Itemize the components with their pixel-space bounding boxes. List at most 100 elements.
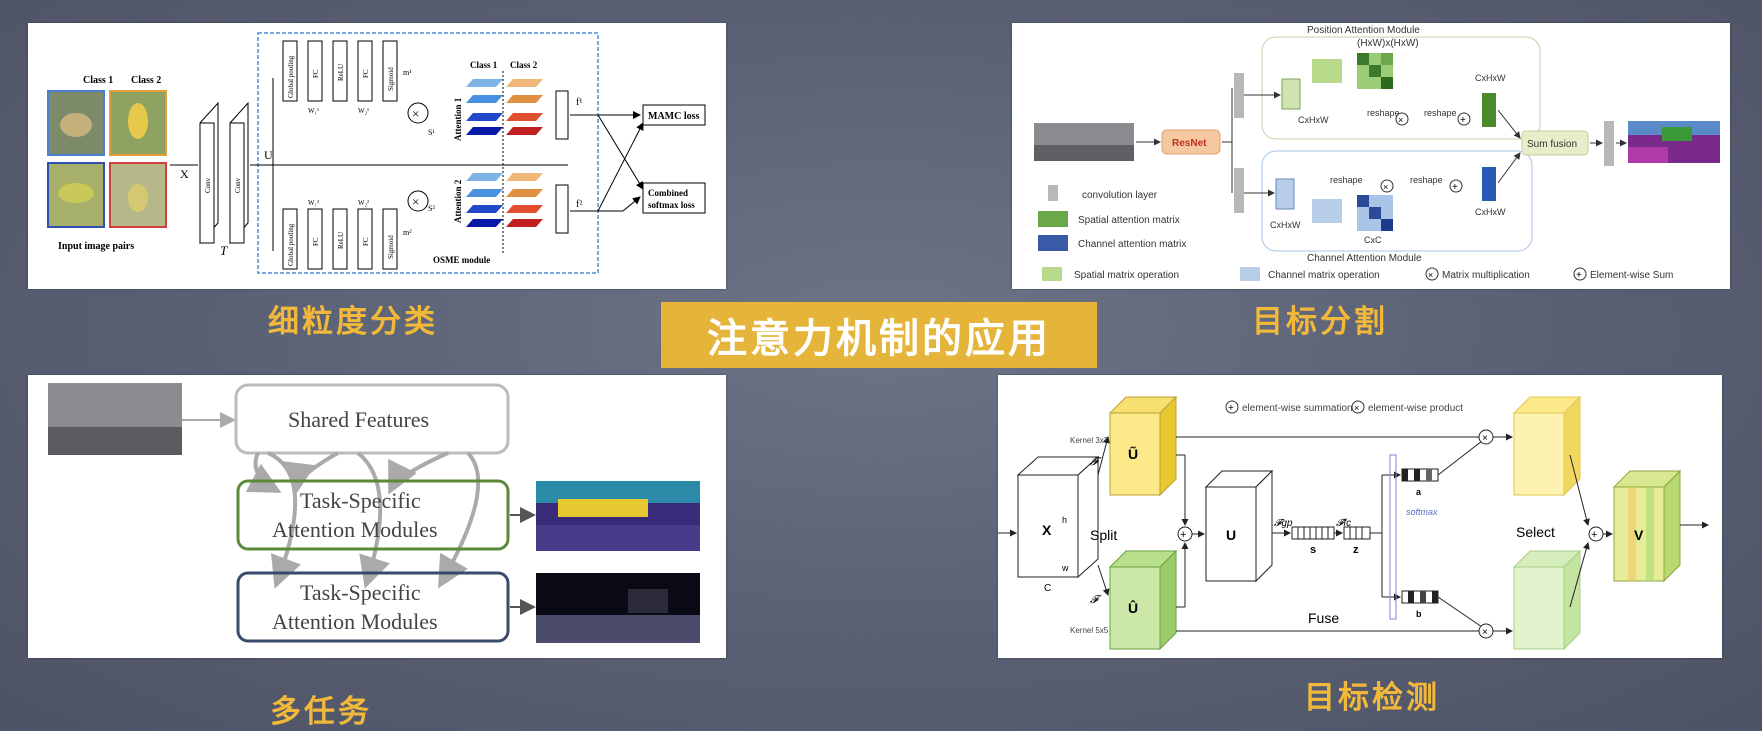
- svg-text:Attention Modules: Attention Modules: [272, 609, 438, 634]
- svg-text:×: ×: [1482, 627, 1488, 638]
- segmentation-output-image: [536, 481, 700, 551]
- svg-text:𝓕gp: 𝓕gp: [1274, 518, 1293, 529]
- svg-text:×: ×: [412, 106, 419, 121]
- caption-segmentation: 目标分割: [1252, 296, 1388, 341]
- svg-text:Attention Modules: Attention Modules: [272, 517, 438, 542]
- svg-text:Element-wise Sum: Element-wise Sum: [1590, 270, 1673, 281]
- channel-attention-matrix: [1357, 195, 1393, 231]
- multi-task-diagram: Shared Features Task-Specific Attention …: [28, 375, 726, 658]
- svg-text:convolution layer: convolution layer: [1082, 190, 1158, 201]
- svg-text:Shared Features: Shared Features: [288, 407, 429, 432]
- svg-text:W₁²: W₁²: [308, 199, 319, 207]
- svg-text:FC: FC: [312, 69, 320, 78]
- svg-text:ReLU: ReLU: [337, 64, 345, 81]
- caption-detection: 目标检测: [1304, 672, 1440, 717]
- svg-text:Û: Û: [1128, 599, 1138, 616]
- svg-text:W₁¹: W₁¹: [308, 107, 319, 115]
- svg-text:Fuse: Fuse: [1308, 610, 1339, 626]
- svg-text:S¹: S¹: [428, 128, 435, 137]
- select-yellow-cube: [1514, 397, 1580, 495]
- svg-text:Matrix multiplication: Matrix multiplication: [1442, 270, 1530, 281]
- svg-text:Spatial attention matrix: Spatial attention matrix: [1078, 215, 1180, 226]
- svg-text:reshape: reshape: [1424, 108, 1457, 118]
- svg-text:a: a: [1416, 487, 1422, 497]
- svg-text:CxHxW: CxHxW: [1298, 115, 1329, 125]
- danet-diagram: Position Attention Module (HxW)x(HxW) Ch…: [1012, 23, 1730, 289]
- input-cube: [1018, 457, 1098, 577]
- svg-text:Attention 1: Attention 1: [453, 97, 463, 141]
- conv-layer: [1234, 73, 1244, 118]
- svg-text:MAMC loss: MAMC loss: [648, 111, 699, 122]
- a-vector: [1402, 469, 1438, 481]
- svg-text:×: ×: [1398, 115, 1403, 125]
- svg-text:Task-Specific: Task-Specific: [300, 580, 421, 605]
- svg-text:CxHxW: CxHxW: [1475, 207, 1506, 217]
- x-label: X: [180, 167, 189, 181]
- select-green-cube: [1514, 551, 1580, 649]
- svg-text:+: +: [1576, 270, 1582, 281]
- svg-text:reshape: reshape: [1367, 108, 1400, 118]
- osme-label: OSME module: [433, 255, 490, 265]
- svg-text:CxHxW: CxHxW: [1475, 73, 1506, 83]
- svg-text:Sigmoid: Sigmoid: [387, 67, 395, 91]
- svg-text:𝓕: 𝓕: [1090, 594, 1102, 606]
- main-title: 注意力机制的应用: [707, 306, 1051, 364]
- output-block: [1482, 167, 1496, 201]
- svg-text:V: V: [1634, 527, 1644, 543]
- fine-grained-panel: Class 1 Class 2 Input image pairs X Conv…: [28, 23, 726, 289]
- osme-diagram: Class 1 Class 2 Input image pairs X Conv…: [28, 23, 726, 289]
- svg-text:Kernel 3x3: Kernel 3x3: [1070, 436, 1109, 445]
- b-vector: [1402, 591, 1438, 603]
- u-tilde-cube: [1110, 397, 1176, 495]
- spatial-op-block: [1312, 59, 1342, 83]
- input-pairs-label: Input image pairs: [58, 241, 134, 252]
- svg-text:ResNet: ResNet: [1172, 138, 1207, 149]
- svg-text:Kernel 5x5: Kernel 5x5: [1070, 626, 1109, 635]
- svg-text:f¹: f¹: [576, 97, 582, 108]
- u-cube: [1206, 471, 1272, 581]
- fc-block: [556, 185, 568, 233]
- svg-text:Conv: Conv: [234, 177, 242, 193]
- legend-conv-swatch: [1048, 185, 1058, 201]
- svg-text:(HxW)x(HxW): (HxW)x(HxW): [1357, 38, 1419, 49]
- svg-text:element-wise product: element-wise product: [1368, 403, 1463, 414]
- svg-text:S²: S²: [428, 204, 435, 213]
- svg-text:Sigmoid: Sigmoid: [387, 235, 395, 259]
- svg-text:+: +: [1591, 529, 1597, 541]
- svg-text:×: ×: [412, 194, 419, 209]
- svg-text:FC: FC: [362, 69, 370, 78]
- svg-text:Class 1: Class 1: [470, 60, 498, 70]
- svg-text:×: ×: [1354, 403, 1359, 413]
- svg-text:X: X: [1042, 522, 1052, 538]
- svg-text:W₂¹: W₂¹: [358, 107, 369, 115]
- svg-text:Conv: Conv: [204, 177, 212, 193]
- svg-text:softmax loss: softmax loss: [648, 200, 695, 210]
- svg-text:m¹: m¹: [403, 68, 412, 77]
- sknet-diagram: + element-wise summation × element-wise …: [998, 375, 1722, 658]
- svg-text:h: h: [1062, 515, 1067, 525]
- s-vector: [1292, 527, 1334, 539]
- svg-text:U: U: [1226, 527, 1236, 543]
- svg-text:+: +: [1460, 115, 1466, 126]
- svg-text:f²: f²: [576, 199, 582, 210]
- svg-text:s: s: [1310, 544, 1316, 556]
- svg-text:FC: FC: [362, 237, 370, 246]
- legend-channel-op-swatch: [1240, 267, 1260, 281]
- svg-text:Class 2: Class 2: [510, 60, 538, 70]
- caption-multi-task: 多任务: [270, 686, 372, 731]
- depth-output-image: [536, 573, 700, 643]
- upper-branch: Global pooling FC ReLU FC Sigmoid W₁¹ W₂…: [283, 41, 435, 137]
- segmentation-output: [1628, 121, 1720, 163]
- svg-text:softmax: softmax: [1406, 507, 1438, 517]
- svg-text:reshape: reshape: [1410, 175, 1443, 185]
- svg-text:Global pooling: Global pooling: [287, 55, 295, 98]
- svg-text:Global pooling: Global pooling: [287, 223, 295, 266]
- channel-op-block: [1312, 199, 1342, 223]
- legend-spatial-swatch: [1038, 211, 1068, 227]
- svg-text:U: U: [264, 148, 273, 162]
- svg-text:w: w: [1061, 563, 1069, 573]
- svg-text:Position Attention Module: Position Attention Module: [1307, 25, 1420, 36]
- svg-text:reshape: reshape: [1330, 175, 1363, 185]
- detection-panel: + element-wise summation × element-wise …: [998, 375, 1722, 658]
- svg-text:C: C: [1044, 583, 1051, 594]
